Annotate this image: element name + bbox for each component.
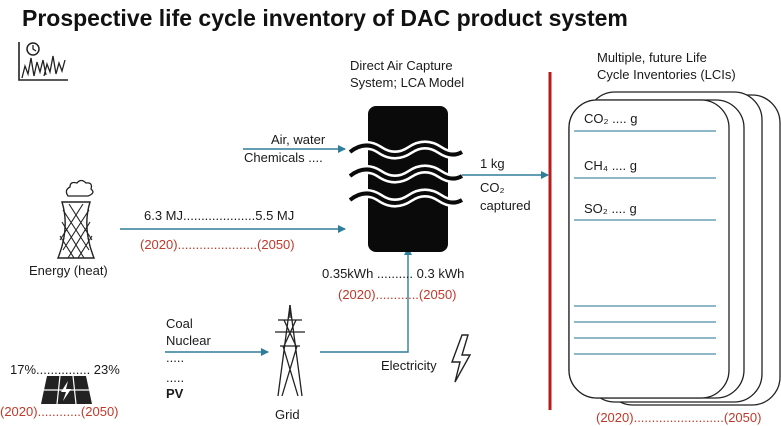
lci-years: (2020).........................(2050) bbox=[596, 410, 762, 425]
pv-share: 17%............... 23% bbox=[10, 362, 120, 377]
lci-item-so2: SO₂ .... g bbox=[584, 201, 637, 216]
source-pv: PV bbox=[166, 386, 184, 401]
output-co2: CO₂ bbox=[480, 180, 505, 195]
output-captured: captured bbox=[480, 198, 531, 213]
cooling-tower-icon bbox=[56, 179, 96, 259]
energy-values: 6.3 MJ....................5.5 MJ bbox=[144, 208, 295, 223]
dac-label-line1: Direct Air Capture bbox=[350, 58, 453, 73]
transmission-tower-icon bbox=[275, 304, 305, 397]
source-more-1: ..... bbox=[166, 350, 185, 365]
lci-documents bbox=[568, 91, 781, 406]
electricity-label: Electricity bbox=[381, 358, 437, 373]
grid-sources: Coal Nuclear ..... ..... PV bbox=[166, 315, 211, 402]
solar-panel-icon bbox=[41, 375, 92, 405]
energy-label: Energy (heat) bbox=[29, 263, 108, 278]
electricity-values: 0.35kWh .......... 0.3 kWh bbox=[322, 266, 465, 281]
source-nuclear: Nuclear bbox=[166, 333, 211, 348]
grid-label: Grid bbox=[275, 407, 300, 422]
dac-unit-icon bbox=[347, 106, 465, 252]
source-more-2: ..... bbox=[166, 370, 185, 385]
lci-item-co2: CO₂ .... g bbox=[584, 111, 638, 126]
source-coal: Coal bbox=[166, 316, 193, 331]
lightning-icon bbox=[450, 334, 472, 383]
air-water-label: Air, water bbox=[271, 132, 326, 147]
lci-item-ch4: CH₄ .... g bbox=[584, 158, 637, 173]
chemicals-label: Chemicals .... bbox=[244, 150, 323, 165]
lci-title: Multiple, future Life Cycle Inventories … bbox=[597, 49, 736, 83]
dac-label: Direct Air Capture System; LCA Model bbox=[350, 57, 464, 91]
page-title: Prospective life cycle inventory of DAC … bbox=[22, 5, 628, 31]
electricity-arrow bbox=[320, 247, 412, 353]
lci-title-line1: Multiple, future Life bbox=[597, 50, 707, 65]
lci-title-line2: Cycle Inventories (LCIs) bbox=[597, 67, 736, 82]
output-amount: 1 kg bbox=[480, 156, 505, 171]
pv-years: (2020)............(2050) bbox=[0, 404, 119, 419]
electricity-years: (2020)............(2050) bbox=[338, 287, 457, 302]
dac-label-line2: System; LCA Model bbox=[350, 75, 465, 90]
energy-years: (2020)......................(2050) bbox=[140, 237, 295, 252]
